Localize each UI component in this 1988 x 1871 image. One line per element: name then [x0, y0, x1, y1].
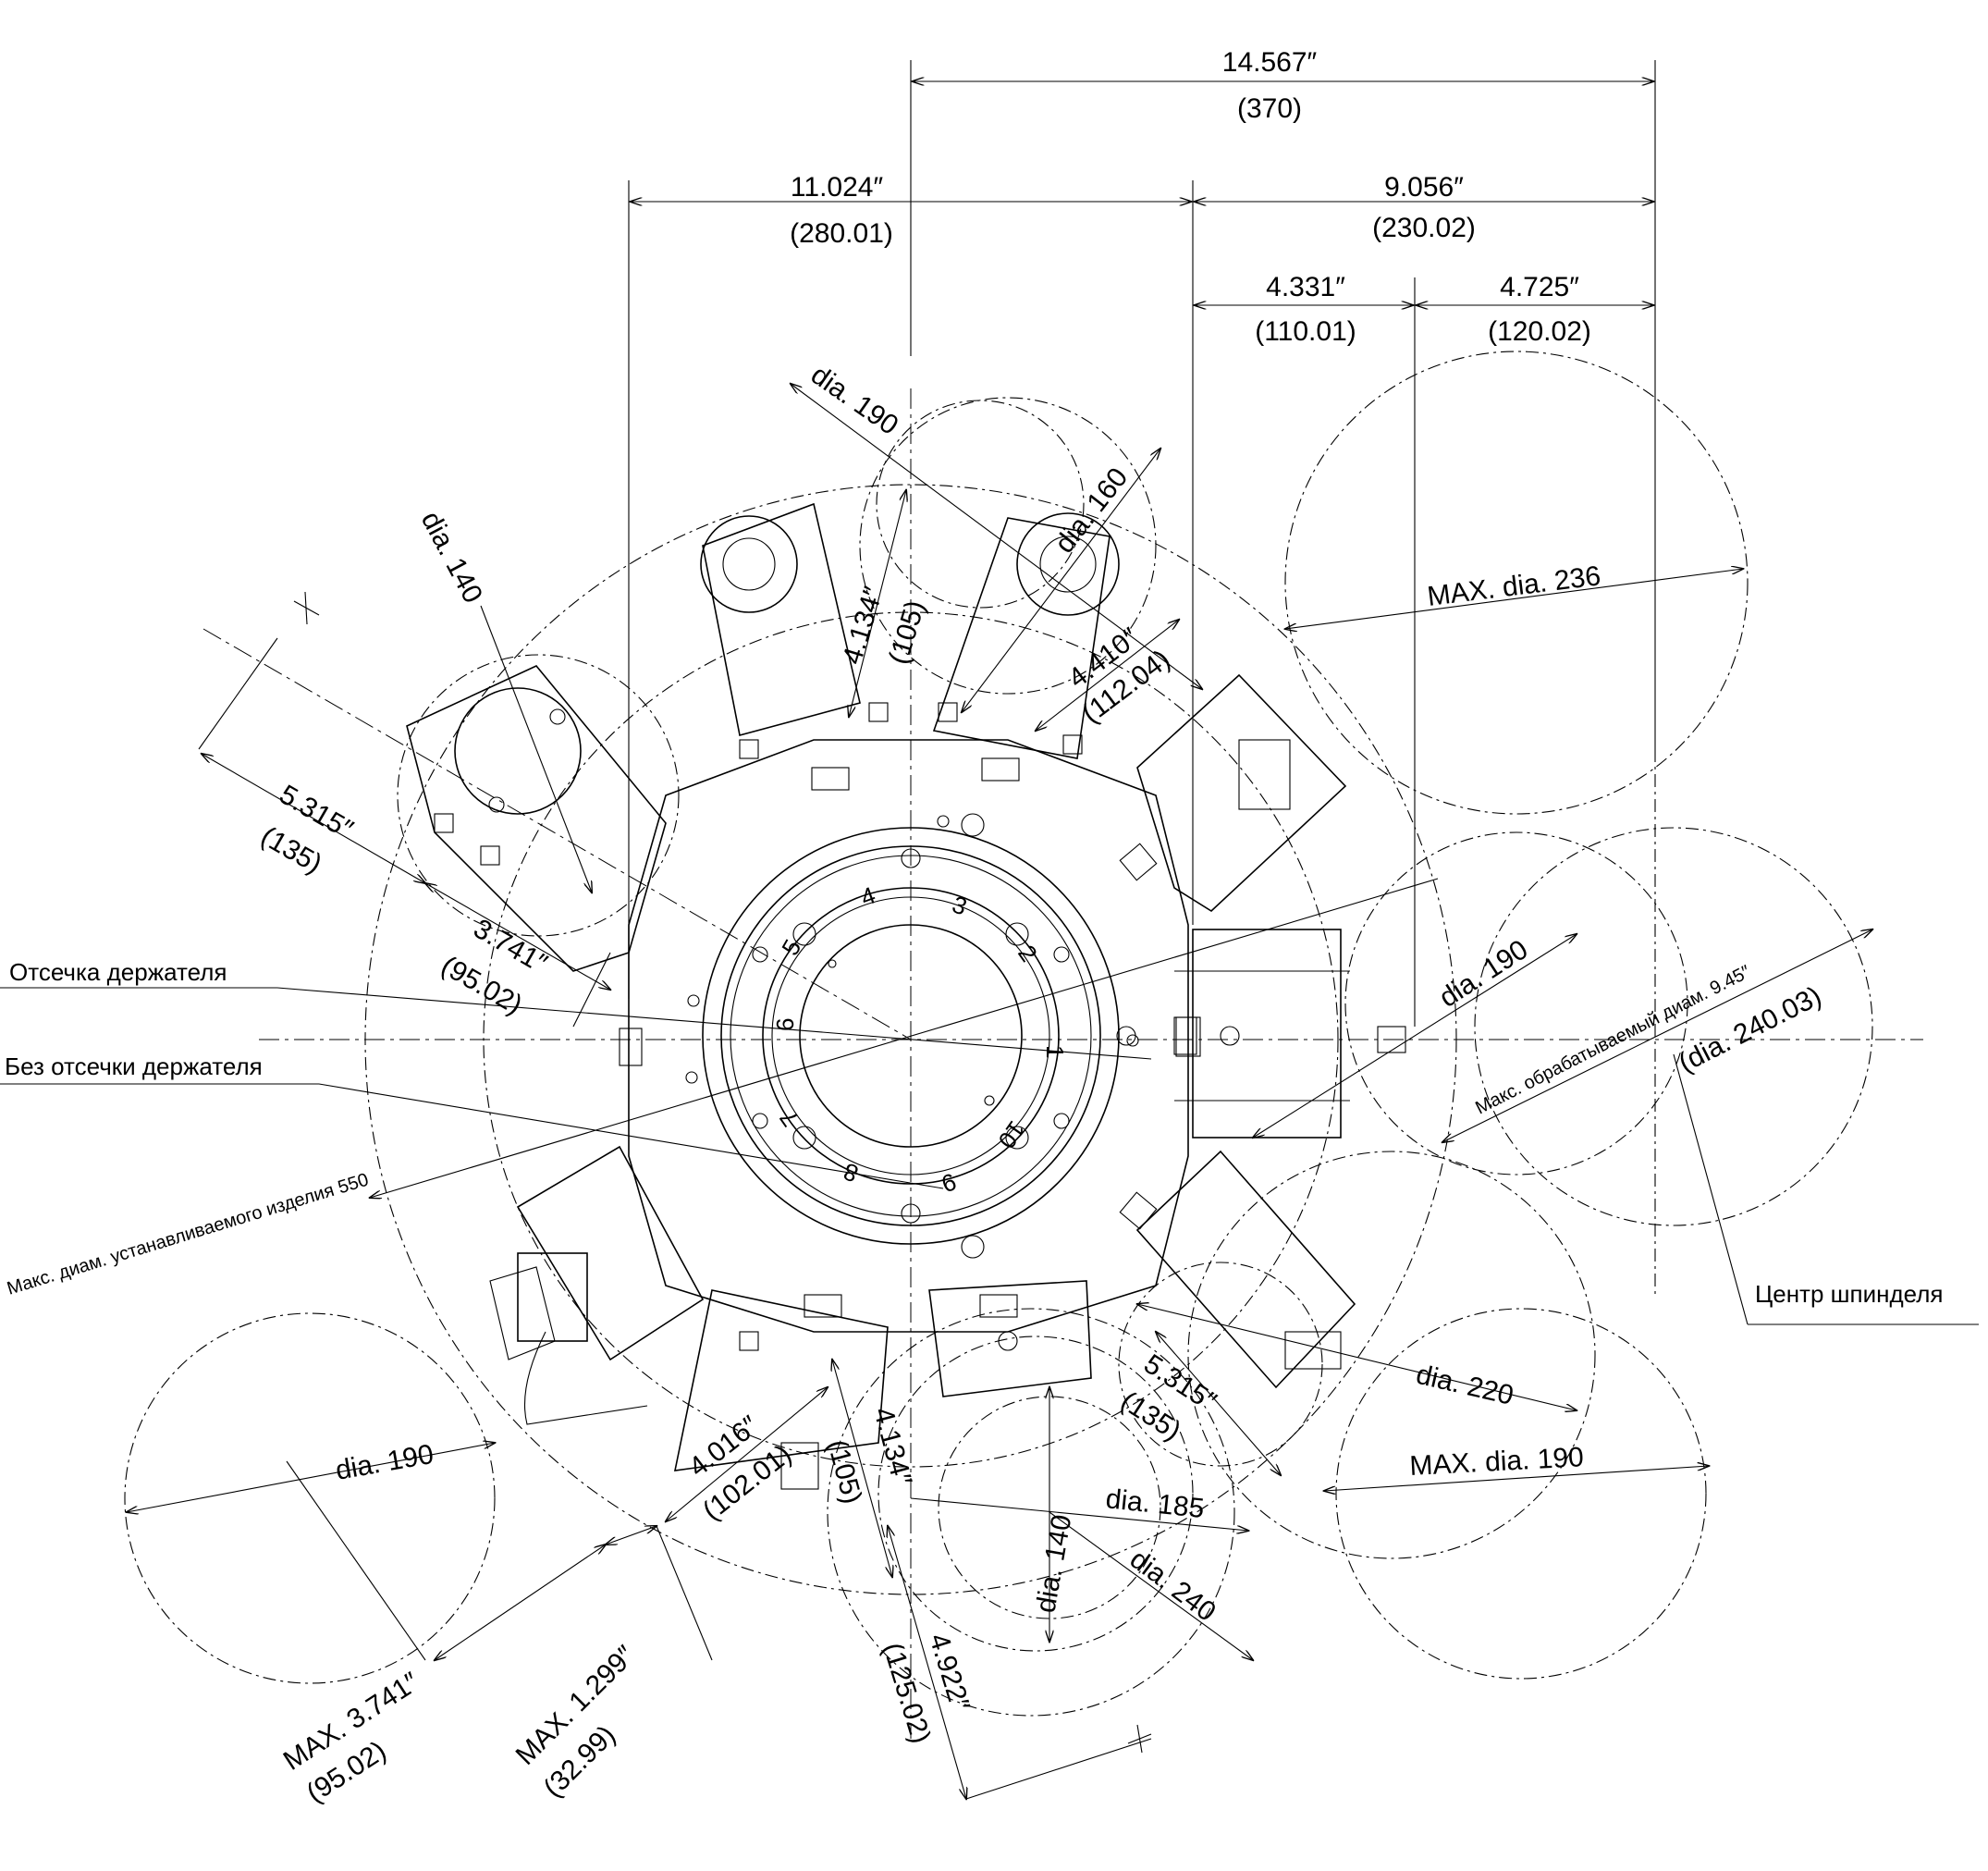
callout-spindle-center: Центр шпинделя — [1673, 1053, 1979, 1325]
dim-dia190-right-label: dia. 190 — [1434, 934, 1534, 1014]
holder-cutoff-label: Отсечка держателя — [9, 958, 227, 986]
dim-4725-mm: (120.02) — [1488, 316, 1591, 347]
dim-11024-in: 11.024″ — [791, 172, 884, 203]
circle-dia190-left — [124, 1312, 496, 1684]
circle-dia220 — [1187, 1151, 1596, 1559]
dim-max-dia236-label: MAX. dia. 236 — [1426, 560, 1602, 612]
turret-body: 1 2 3 4 5 6 7 8 9 10 — [628, 739, 1189, 1333]
dim-14567-mm: (370) — [1237, 93, 1302, 124]
max-swing-label: Макс. диам. устанавливаемого изделия 550 — [5, 1170, 371, 1299]
circle-dia160 — [876, 400, 1085, 609]
dim-14567: 14.567″ (370) — [913, 47, 1653, 124]
dim-4331-mm: (110.01) — [1255, 316, 1356, 347]
dim-4331-in: 4.331″ — [1266, 272, 1345, 302]
dim-max-dia190: MAX. dia. 190 — [1324, 1442, 1709, 1491]
dim-4134-bottom-in: 4.134″ — [867, 1404, 917, 1489]
no-holder-cutoff-label: Без отсечки держателя — [5, 1052, 263, 1080]
dim-9056-mm: (230.02) — [1372, 213, 1476, 243]
dim-11024-mm: (280.01) — [790, 218, 893, 249]
circle-max-dia190 — [1335, 1308, 1707, 1680]
circle-dia140-bottom — [938, 1396, 1161, 1619]
dim-dia190-top-label: dia. 190 — [805, 360, 903, 441]
dim-dia160-label: dia. 160 — [1049, 462, 1135, 559]
circle-dia240 — [827, 1308, 1235, 1717]
dim-9056-in: 9.056″ — [1384, 172, 1464, 203]
callout-max-swing: Макс. диам. устанавливаемого изделия 550 — [5, 878, 1439, 1299]
dim-4134-bottom: 4.134″ (105) — [821, 1360, 917, 1577]
station-number-1: 1 — [1041, 1045, 1069, 1058]
dim-4331: 4.331″ (110.01) — [1195, 272, 1413, 347]
station-number-9: 9 — [938, 1167, 960, 1198]
station-number-5: 5 — [776, 934, 806, 960]
dim-dia140-left-label: dia. 140 — [415, 507, 488, 609]
dim-dia220-label: dia. 220 — [1413, 1360, 1516, 1411]
dim-4134-top-mm: (105) — [883, 597, 931, 668]
dim-14567-in: 14.567″ — [1222, 47, 1318, 78]
dim-dia140-bottom-label: dia. 140 — [1030, 1512, 1077, 1615]
station-number-10: 10 — [992, 1116, 1030, 1154]
dim-4922-mm: (125.02) — [877, 1639, 936, 1747]
circle-max-workpiece — [1474, 827, 1873, 1226]
callout-no-holder-cutoff: Без отсечки держателя — [0, 1052, 944, 1189]
dim-max-dia236: MAX. dia. 236 — [1285, 560, 1743, 629]
dim-dia190-left-label: dia. 190 — [333, 1439, 436, 1486]
dim-3741-left: 3.741″ (95.02) — [425, 883, 610, 1028]
dim-4922: 4.922″ (125.02) — [877, 1526, 1152, 1799]
dim-4016: 4.016″ (102.01) — [666, 1387, 828, 1527]
dim-dia190-left: dia. 190 — [127, 1439, 495, 1512]
dim-dia140-bottom: dia. 140 — [1030, 1387, 1077, 1642]
dim-dia240-label: dia. 240 — [1124, 1544, 1221, 1628]
dim-dia140-left: dia. 140 — [415, 507, 592, 892]
dim-4134-top-in: 4.134″ — [837, 583, 890, 668]
dim-5315-left: 5.315″ (135) — [198, 637, 425, 883]
dim-9056: 9.056″ (230.02) — [1195, 172, 1653, 243]
circle-dia140-left — [397, 654, 680, 937]
station-number-3: 3 — [949, 890, 971, 920]
dim-dia240: dia. 240 — [1049, 1511, 1253, 1660]
dim-max-1299: MAX. 1.299″ (32.99) — [510, 1526, 713, 1803]
dim-5315-bottom: 5.315″ (135) — [1115, 1332, 1281, 1475]
bolt-holes — [685, 813, 1139, 1259]
circle-dia190-right — [1344, 831, 1688, 1176]
dim-4134-top: 4.134″ (105) — [837, 490, 931, 717]
dim-11024: 11.024″ (280.01) — [631, 172, 1191, 249]
cross-marks — [293, 591, 1152, 1754]
station-number-2: 2 — [1012, 940, 1043, 966]
dim-4922-in: 4.922″ — [923, 1630, 976, 1715]
dim-max-3741: MAX. 3.741″ (95.02) — [278, 1460, 606, 1809]
dim-4725-in: 4.725″ — [1500, 272, 1579, 302]
dim-4725: 4.725″ (120.02) — [1417, 272, 1653, 347]
dim-dia185: dia. 185 — [910, 1483, 1248, 1531]
dim-4410: 4.410″ (112.04) — [1036, 620, 1179, 731]
station-number-6: 6 — [771, 1018, 799, 1031]
callout-holder-cutoff: Отсечка держателя — [0, 958, 1152, 1060]
spindle-center-label: Центр шпинделя — [1755, 1280, 1943, 1308]
